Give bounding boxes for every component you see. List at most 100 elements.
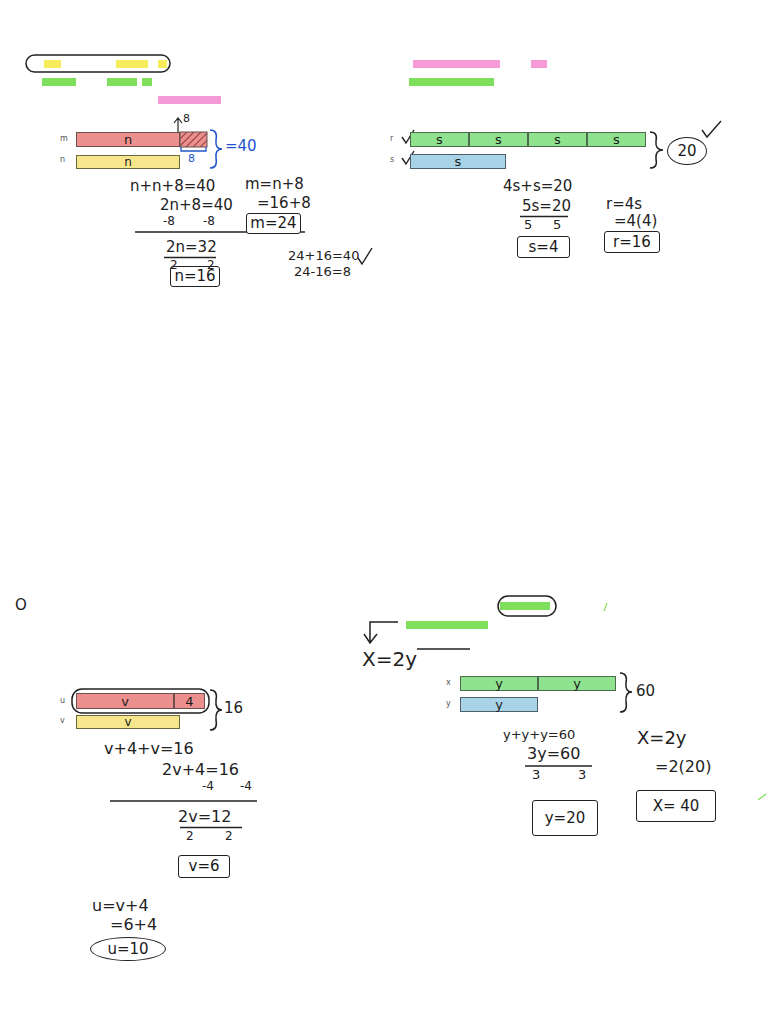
node-text: 20	[677, 144, 696, 159]
total-circle: 20	[667, 137, 707, 165]
node-text: s=4	[529, 240, 559, 255]
answer-box: v=6	[178, 855, 230, 878]
work-text: 2v=12	[178, 808, 231, 826]
work-text: 2	[186, 830, 194, 843]
tape-segment: n	[76, 132, 180, 147]
work-text: =4(4)	[614, 213, 657, 230]
work-text: =6+4	[110, 916, 157, 934]
brace	[210, 130, 222, 168]
bar-name: u	[60, 697, 65, 706]
work-text: 24+16=40	[288, 249, 359, 263]
node-text: 4	[185, 695, 193, 708]
work-text: 2n=32	[166, 239, 217, 256]
stray-mark	[758, 794, 766, 800]
answer-box: m=24	[246, 213, 301, 234]
answer-box: X= 40	[636, 790, 716, 822]
work-text: 2n+8=40	[160, 197, 233, 214]
work-text: 5s=20	[522, 198, 571, 215]
node-text: y	[573, 677, 581, 690]
tape-segment: y	[460, 697, 538, 712]
tape-segment: v	[76, 715, 180, 729]
stray-mark	[604, 603, 607, 611]
brace	[620, 673, 632, 712]
tape-segment: 4	[174, 693, 205, 709]
bar-name: x	[446, 679, 451, 688]
node-text: v=6	[189, 859, 220, 874]
work-text: -4	[240, 780, 252, 793]
work-text: 3	[532, 768, 540, 782]
work-text: 24-16=8	[294, 265, 351, 279]
blue-bracket	[181, 147, 206, 151]
work-text: 60	[636, 683, 655, 700]
work-text: r=4s	[606, 196, 642, 213]
work-lines	[110, 217, 592, 828]
work-text: 8	[183, 113, 190, 125]
work-text: 5	[553, 218, 561, 232]
answer-box: y=20	[532, 800, 598, 836]
tape-segment: y	[538, 676, 616, 691]
work-text: -8	[203, 215, 215, 228]
work-text: n+n+8=40	[130, 178, 215, 195]
bar-name: y	[446, 700, 451, 709]
work-text: O	[15, 597, 27, 614]
node-text: X= 40	[653, 799, 700, 814]
answer-circle: u=10	[90, 937, 166, 961]
work-text: X=2y	[637, 728, 687, 748]
tape-segment: s	[410, 154, 506, 169]
bar-name: r	[390, 135, 393, 144]
bar-name: v	[60, 717, 65, 726]
work-text: m=n+8	[245, 176, 304, 193]
check-marks	[358, 121, 721, 264]
work-text: 4s+s=20	[503, 178, 572, 195]
bar-name: n	[60, 156, 65, 165]
answer-box: r=16	[604, 231, 660, 253]
work-text: =16+8	[257, 195, 311, 212]
node-text: m=24	[250, 216, 296, 231]
node-text: s	[495, 133, 502, 146]
up-arrow	[174, 118, 182, 132]
work-text: 2v+4=16	[162, 761, 239, 779]
work-text: 3y=60	[527, 745, 580, 763]
node-text: s	[554, 133, 561, 146]
tape-segment: s	[528, 132, 587, 147]
work-text: -4	[202, 780, 214, 793]
node-text: n	[124, 133, 132, 146]
node-text: y	[495, 698, 503, 711]
work-text: 3	[578, 768, 586, 782]
work-text: 8	[188, 153, 195, 165]
node-text: n	[124, 156, 132, 168]
tape-segment: n	[76, 155, 180, 169]
tape-segment: s	[410, 132, 469, 147]
work-text: 2	[170, 259, 178, 272]
work-text: 5	[524, 218, 532, 232]
tape-segment: y	[460, 676, 538, 691]
node-text: s	[613, 133, 620, 146]
work-text: 2	[207, 259, 215, 272]
work-text: 2	[225, 830, 233, 843]
work-text: X=2y	[362, 648, 417, 670]
bar-name: m	[60, 135, 68, 144]
node-text: v	[124, 716, 131, 728]
node-text: u=10	[107, 942, 148, 957]
node-text: s	[436, 133, 443, 146]
tape-segment: v	[76, 693, 174, 709]
brace	[210, 690, 222, 730]
bar-outline	[72, 689, 209, 713]
highlight-bars	[26, 55, 556, 649]
brace	[650, 132, 663, 168]
work-text: u=v+4	[92, 897, 149, 915]
work-text: =2(20)	[655, 758, 711, 776]
node-text: r=16	[613, 235, 651, 250]
work-text: v+4+v=16	[104, 740, 194, 758]
bar-name: s	[390, 156, 394, 165]
node-text: v	[121, 695, 129, 708]
hatched-segment	[180, 132, 207, 147]
work-text: 16	[224, 700, 243, 717]
work-text: y+y+y=60	[503, 728, 575, 742]
work-text: =40	[225, 138, 257, 155]
tape-segment: s	[469, 132, 528, 147]
node-text: s	[455, 155, 462, 168]
tape-segment: s	[587, 132, 646, 147]
